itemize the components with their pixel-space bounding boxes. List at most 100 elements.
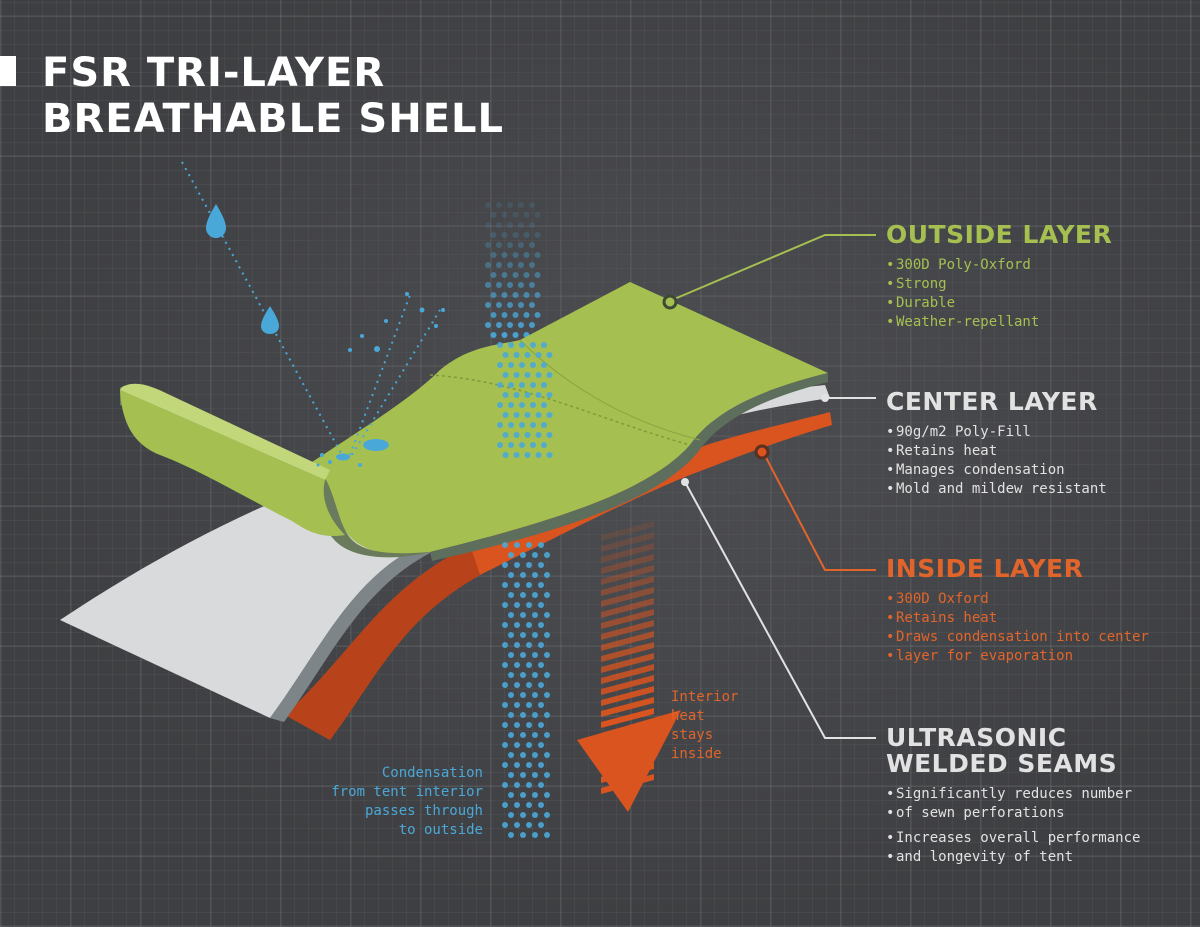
vapor-dot [512, 292, 519, 298]
vapor-dot [490, 232, 497, 238]
vapor-dot [502, 802, 508, 808]
vapor-dot [502, 822, 508, 828]
vapor-dot [496, 222, 502, 228]
vapor-dot [534, 232, 541, 238]
vapor-dot [535, 352, 542, 358]
vapor-dot [514, 582, 520, 588]
list-item: Significantly reduces number [886, 785, 1140, 804]
title-line-1: FSR TRI-LAYER [42, 50, 386, 96]
vapor-dot [519, 342, 525, 348]
vapor-dot [526, 682, 532, 688]
vapor-dot [546, 432, 553, 438]
vapor-dot [502, 762, 508, 768]
vapor-dot [496, 282, 502, 288]
seams-title: ULTRASONIC WELDED SEAMS [886, 725, 1140, 777]
center-layer-list: 90g/m2 Poly-Fill Retains heat Manages co… [886, 423, 1107, 499]
list-item: 90g/m2 Poly-Fill [886, 423, 1107, 442]
vapor-dot [535, 452, 542, 458]
outside-layer-shape [300, 282, 828, 555]
vapor-dot [529, 242, 535, 248]
vapor-dot [508, 692, 514, 698]
vapor-dot [507, 222, 513, 228]
vapor-dot [497, 382, 503, 388]
vapor-dot [513, 412, 520, 418]
list-item: Mold and mildew resistant [886, 480, 1107, 499]
vapor-dot [520, 752, 526, 758]
vapor-dot [501, 212, 508, 218]
vapor-dot [501, 252, 508, 258]
vapor-dot [529, 222, 535, 228]
vapor-dot [501, 232, 508, 238]
vapor-dot [532, 612, 538, 618]
vapor-dot [497, 362, 503, 368]
vapor-dot [524, 392, 531, 398]
heat-stripe [601, 708, 654, 728]
vapor-dot [502, 582, 508, 588]
vapor-dot [544, 792, 550, 798]
heat-stripe [601, 686, 654, 706]
seam-line [429, 374, 691, 446]
heat-note: Interior heat stays inside [671, 688, 751, 764]
list-item-continuation: of sewn perforations [886, 804, 1140, 823]
vapor-dot [524, 412, 531, 418]
vapor-dot [538, 822, 544, 828]
inside-layer-section: INSIDE LAYER 300D Oxford Retains heat Dr… [886, 554, 1149, 667]
heat-stripe [601, 620, 654, 640]
vapor-dot [534, 272, 541, 278]
outside-layer-flap [120, 383, 330, 480]
note-line: to outside [398, 822, 483, 838]
vapor-dot [508, 832, 514, 838]
vapor-dot [532, 832, 538, 838]
heat-stripe [601, 675, 654, 695]
vapor-dot [518, 202, 524, 208]
vapor-dot [508, 362, 514, 368]
vapor-dot [538, 722, 544, 728]
vapor-dot [526, 662, 532, 668]
vapor-dot [514, 742, 520, 748]
vapor-dots-icon [485, 202, 541, 338]
heat-stripe [601, 642, 654, 662]
title-accent-bar [0, 56, 16, 86]
vapor-dot [520, 772, 526, 778]
vapor-dot [520, 672, 526, 678]
vapor-dot [490, 332, 497, 338]
vapor-dot [544, 712, 550, 718]
vapor-dot [512, 212, 519, 218]
vapor-dot [508, 612, 514, 618]
seams-callout-dot [681, 478, 689, 486]
vapor-dot [544, 832, 550, 838]
vapor-dot [508, 592, 514, 598]
vapor-dot [544, 612, 550, 618]
vapor-dot [532, 792, 538, 798]
vapor-dot [514, 722, 520, 728]
vapor-dot [546, 352, 553, 358]
vapor-dot [534, 212, 541, 218]
vapor-dot [530, 442, 536, 448]
vapor-dot [512, 272, 519, 278]
vapor-dot [497, 422, 503, 428]
vapor-dot [514, 562, 520, 568]
vapor-dot [523, 272, 530, 278]
seams-section: ULTRASONIC WELDED SEAMS Significantly re… [886, 725, 1140, 868]
seams-list: Significantly reduces number of sewn per… [886, 785, 1140, 867]
heat-stripe [601, 521, 654, 541]
vapor-dot [519, 402, 525, 408]
inside-layer-title: INSIDE LAYER [886, 554, 1084, 583]
vapor-dot [526, 722, 532, 728]
vapor-dot [502, 602, 508, 608]
vapor-dot [519, 422, 525, 428]
vapor-dot [519, 362, 525, 368]
vapor-dot [526, 702, 532, 708]
vapor-dot [523, 312, 530, 318]
vapor-dot [526, 582, 532, 588]
vapor-dot [520, 812, 526, 818]
vapor-dot [514, 662, 520, 668]
vapor-dot [532, 712, 538, 718]
heat-stripe [601, 653, 654, 673]
heat-stripe [601, 609, 654, 629]
heat-arrow-icon [577, 521, 681, 812]
seams-callout-line [684, 481, 876, 739]
vapor-dot [507, 302, 513, 308]
vapor-dot [530, 342, 536, 348]
vapor-dot [497, 402, 503, 408]
